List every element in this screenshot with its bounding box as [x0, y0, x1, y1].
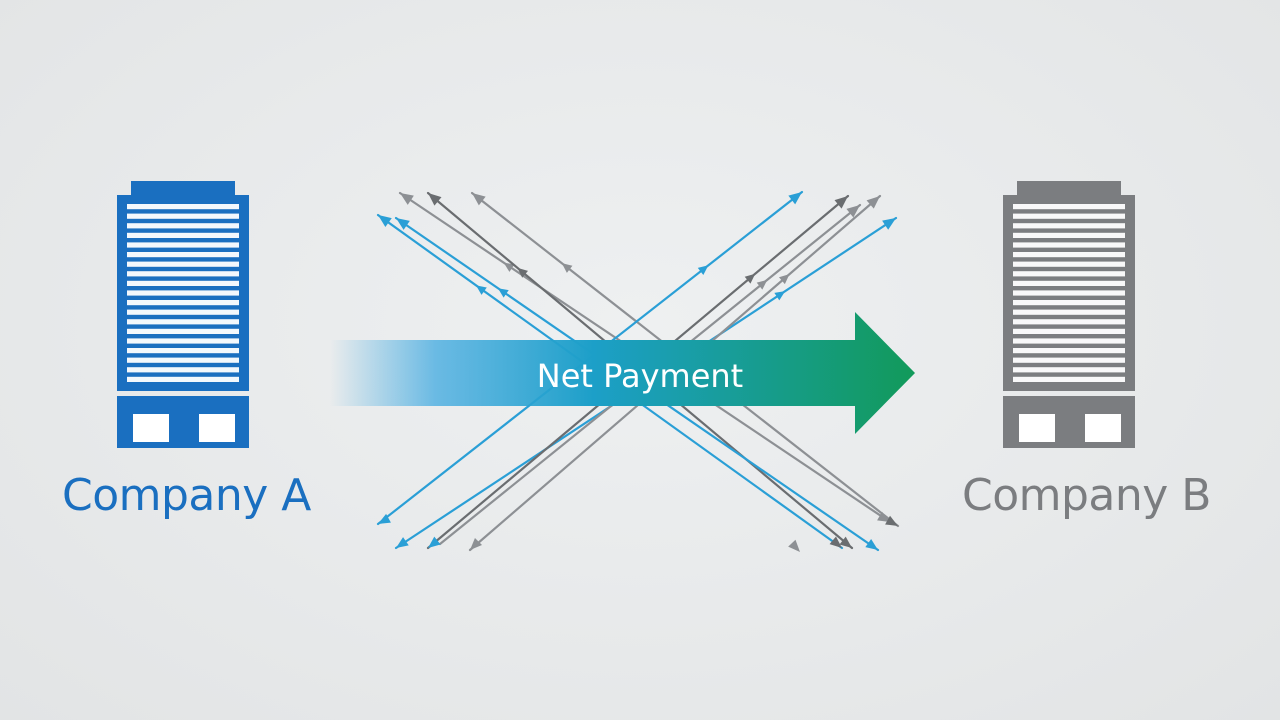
arrow-right-icon	[330, 312, 915, 434]
company-b-label: Company B	[962, 470, 1212, 521]
building-icon	[1003, 181, 1135, 448]
building-icon	[117, 181, 249, 448]
net-payment-label: Net Payment	[536, 357, 744, 395]
company-a-label: Company A	[62, 470, 311, 521]
